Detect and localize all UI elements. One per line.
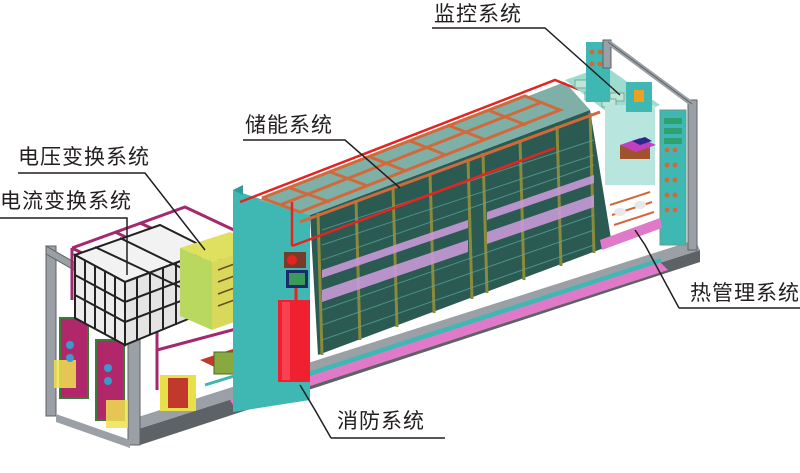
leader-current: [0, 217, 128, 275]
label-fire-protection-system: 消防系统: [337, 409, 425, 433]
fire-suppression-unit: [278, 252, 310, 382]
label-voltage-conversion-system: 电压变换系统: [18, 145, 150, 169]
label-energy-storage-system: 储能系统: [245, 113, 333, 137]
label-thermal-management-system: 热管理系统: [690, 281, 800, 305]
pcs-compartment: [45, 205, 274, 448]
label-current-conversion-system: 电流变换系统: [0, 189, 132, 213]
battery-racks: [239, 78, 612, 356]
leader-lines: [0, 27, 800, 439]
control-compartment: [565, 39, 698, 251]
leader-monitoring: [432, 27, 621, 96]
leader-voltage: [18, 172, 206, 251]
leader-storage: [243, 139, 401, 189]
label-monitoring-system: 监控系统: [434, 2, 522, 26]
